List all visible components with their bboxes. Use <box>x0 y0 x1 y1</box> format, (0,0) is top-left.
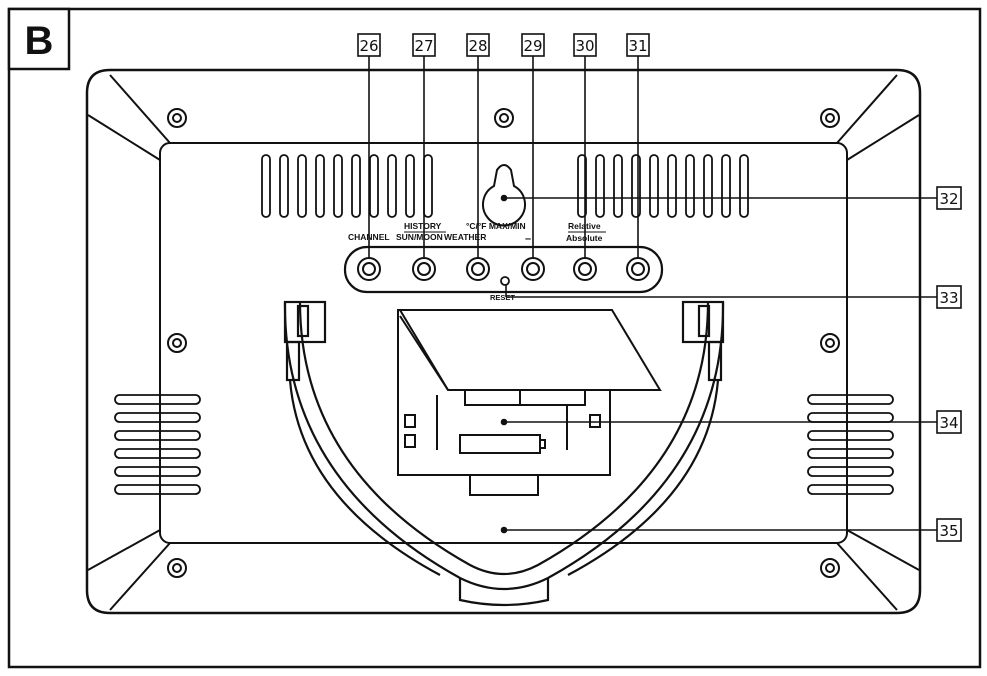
unit-button[interactable] <box>466 257 490 281</box>
callout-32: 32 <box>939 190 958 208</box>
label-minus: – <box>525 233 531 245</box>
label-history: HISTORY <box>404 221 442 231</box>
screw-holes <box>167 108 840 578</box>
vent-slots-top-left <box>261 154 433 218</box>
button-strip <box>343 245 664 294</box>
label-sun-moon: SUN/MOON <box>396 232 443 242</box>
channel-button[interactable] <box>357 257 381 281</box>
vent-slots-left <box>114 394 201 495</box>
housing-outer <box>85 68 922 615</box>
relative-absolute-button[interactable] <box>573 257 597 281</box>
label-weather: WEATHER <box>444 232 486 242</box>
callout-boxes <box>357 33 962 542</box>
callout-30: 30 <box>575 37 594 55</box>
callout-34: 34 <box>939 414 958 432</box>
callout-26: 26 <box>359 37 378 55</box>
callout-31: 31 <box>628 37 647 55</box>
callout-35: 35 <box>939 522 958 540</box>
history-button[interactable] <box>412 257 436 281</box>
housing-inner-panel <box>159 142 848 544</box>
battery-compartment <box>397 309 662 496</box>
label-unit-maxmin: °C/°F MAX/MIN <box>466 221 526 231</box>
stand <box>283 300 725 607</box>
extra-button[interactable] <box>626 257 650 281</box>
wall-mount-keyhole <box>482 164 526 227</box>
panel-letter-box <box>7 7 71 71</box>
corner-bevels <box>87 74 920 611</box>
callout-29: 29 <box>523 37 542 55</box>
callout-33: 33 <box>939 289 958 307</box>
figure-border <box>7 7 982 669</box>
minus-button[interactable] <box>521 257 545 281</box>
panel-letter: B <box>25 19 54 63</box>
callout-27: 27 <box>414 37 433 55</box>
vent-slots-top-right <box>577 154 749 218</box>
leader-lines <box>368 56 937 534</box>
callout-28: 28 <box>468 37 487 55</box>
reset-button[interactable] <box>500 276 510 286</box>
vent-slots-right <box>807 394 894 495</box>
label-reset: RESET <box>490 293 515 302</box>
